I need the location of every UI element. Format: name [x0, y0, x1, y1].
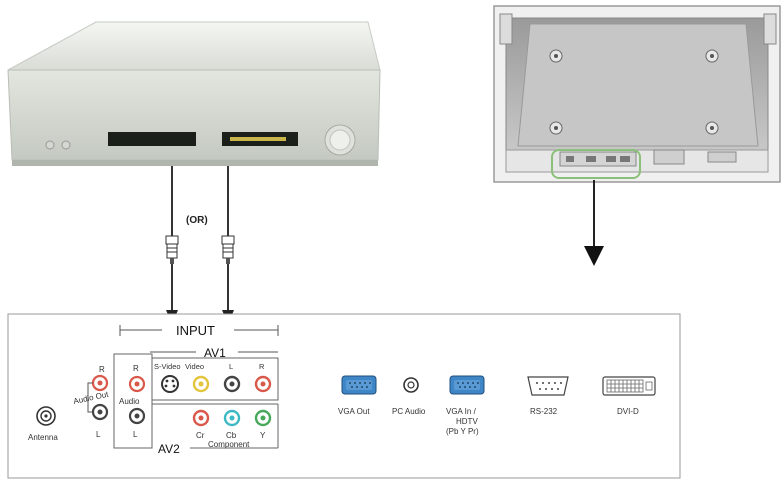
antenna-label: Antenna — [28, 433, 58, 442]
y-label: Y — [260, 431, 266, 440]
cables — [165, 166, 235, 324]
vcr-button-icon — [45, 140, 55, 150]
vga-in-label-line1: VGA In / — [446, 407, 477, 416]
tv-back-view — [493, 5, 781, 183]
vga-in-label-line3: (Pb Y Pr) — [446, 427, 479, 436]
av2-title: AV2 — [158, 442, 180, 456]
cb-label: Cb — [226, 431, 237, 440]
audio-label: Audio — [119, 397, 140, 406]
vga-out-port-icon — [341, 375, 377, 395]
pc-audio-label: PC Audio — [392, 407, 426, 416]
vga-in-label-line2: HDTV — [456, 417, 478, 426]
svideo-label: S-Video — [154, 362, 181, 371]
connector-highlight — [551, 149, 641, 179]
vga-out-label: VGA Out — [338, 407, 370, 416]
cr-label: Cr — [196, 431, 205, 440]
audio-out-l-label: L — [96, 430, 101, 439]
audio-l-label: L — [133, 430, 138, 439]
or-label: (OR) — [186, 215, 208, 226]
antenna-jack-icon — [36, 406, 56, 426]
vga-in-port-icon — [449, 375, 485, 395]
audio-r-label: R — [133, 364, 139, 373]
connection-panel: INPUT AV1 AV2 Antenna R Audio Out L R — [7, 313, 681, 479]
av1-r-label: R — [259, 362, 265, 371]
pc-audio-jack-icon — [403, 377, 419, 393]
source-device — [7, 21, 381, 166]
dvi-label: DVI-D — [617, 407, 639, 416]
rs232-port-icon — [527, 376, 569, 396]
video-label: Video — [185, 362, 204, 371]
arrow-down-icon — [584, 246, 604, 266]
av1-l-label: L — [229, 362, 233, 371]
av1-title: AV1 — [204, 346, 226, 360]
audio-out-r-label: R — [99, 365, 105, 374]
vcr-display — [108, 132, 196, 146]
svideo-jack-icon — [161, 375, 179, 393]
cable-plug-icon — [165, 235, 179, 264]
rs232-label: RS-232 — [530, 407, 558, 416]
vcr-button-icon — [61, 140, 71, 150]
component-label: Component — [208, 440, 250, 449]
dvi-port-icon — [602, 376, 656, 396]
cable-plug-icon — [221, 235, 235, 264]
input-title: INPUT — [176, 323, 215, 338]
